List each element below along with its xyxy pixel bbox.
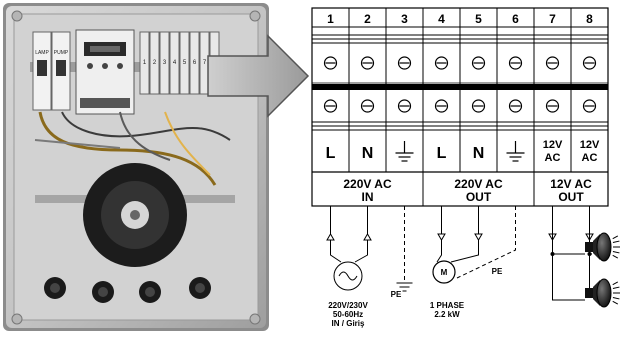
terminal-number: 8 bbox=[586, 12, 593, 26]
pe-label-input: PE bbox=[391, 290, 402, 299]
lamp-icon bbox=[585, 278, 620, 308]
photo-terminal-number: 6 bbox=[193, 60, 197, 66]
terminal-number: 2 bbox=[364, 12, 371, 26]
group-voltage-label: 12V AC bbox=[550, 177, 592, 191]
breaker-pump bbox=[51, 31, 71, 111]
controller-module bbox=[75, 29, 135, 115]
photo-terminal bbox=[189, 31, 200, 95]
terminal-arrow-icon bbox=[437, 233, 446, 241]
photo-terminal bbox=[179, 31, 190, 95]
terminal-number: 3 bbox=[401, 12, 408, 26]
photo-terminal bbox=[139, 31, 150, 95]
photo-terminal-number: 3 bbox=[163, 60, 167, 66]
terminal-arrow-icon bbox=[326, 233, 335, 241]
group-voltage-label: 220V AC bbox=[454, 177, 503, 191]
cable-glands bbox=[44, 277, 211, 303]
group-voltage-label: 220V AC bbox=[343, 177, 392, 191]
terminal-label-type: AC bbox=[545, 152, 561, 164]
terminal-number: 5 bbox=[475, 12, 482, 26]
motor-symbol: M bbox=[441, 268, 448, 277]
terminal-label-voltage: 12V bbox=[543, 139, 563, 151]
group-direction-label: OUT bbox=[466, 190, 492, 204]
terminal-arrow-icon bbox=[474, 233, 483, 241]
source-voltage-label: 220V/230V bbox=[328, 301, 368, 310]
photo-terminal bbox=[159, 31, 170, 95]
photo-terminal-number: 5 bbox=[183, 60, 187, 66]
photo-terminal bbox=[149, 31, 160, 95]
source-input-label: IN / Giriş bbox=[332, 319, 365, 328]
motor-power-label: 2.2 kW bbox=[434, 310, 460, 319]
motor-phase-label: 1 PHASE bbox=[430, 301, 465, 310]
terminal-label: N bbox=[362, 145, 374, 162]
photo-terminal-number: 2 bbox=[153, 60, 157, 66]
lamp-label: LAMP bbox=[35, 50, 49, 56]
ground-icon bbox=[396, 282, 413, 292]
source-frequency-label: 50-60Hz bbox=[333, 310, 363, 319]
photo-terminal bbox=[169, 31, 180, 95]
terminal-number: 4 bbox=[438, 12, 445, 26]
terminal-label: L bbox=[437, 145, 447, 162]
group-direction-label: IN bbox=[362, 190, 374, 204]
terminal-number: 7 bbox=[549, 12, 556, 26]
motor-icon bbox=[432, 260, 456, 284]
ground-icon bbox=[395, 141, 414, 162]
transformer bbox=[83, 163, 187, 267]
terminal-label: L bbox=[326, 145, 336, 162]
photo-terminal-number: 4 bbox=[173, 60, 177, 66]
terminal-bridge-bar bbox=[312, 84, 608, 90]
terminal-arrow-icon bbox=[363, 233, 372, 241]
breaker-lamp bbox=[32, 31, 52, 111]
terminal-label-type: AC bbox=[582, 152, 598, 164]
terminal-number: 6 bbox=[512, 12, 519, 26]
pe-label-motor: PE bbox=[492, 267, 503, 276]
group-direction-label: OUT bbox=[558, 190, 584, 204]
pointer-arrow bbox=[207, 34, 310, 118]
ground-icon bbox=[506, 141, 525, 162]
photo-terminal-number: 1 bbox=[143, 60, 147, 66]
photo-terminal-number: 7 bbox=[203, 60, 207, 66]
lamp-icon bbox=[585, 232, 620, 262]
pump-label: PUMP bbox=[54, 50, 69, 56]
terminal-number: 1 bbox=[327, 12, 334, 26]
terminal-label: N bbox=[473, 145, 485, 162]
terminal-label-voltage: 12V bbox=[580, 139, 600, 151]
wiring-schematic bbox=[326, 206, 620, 308]
